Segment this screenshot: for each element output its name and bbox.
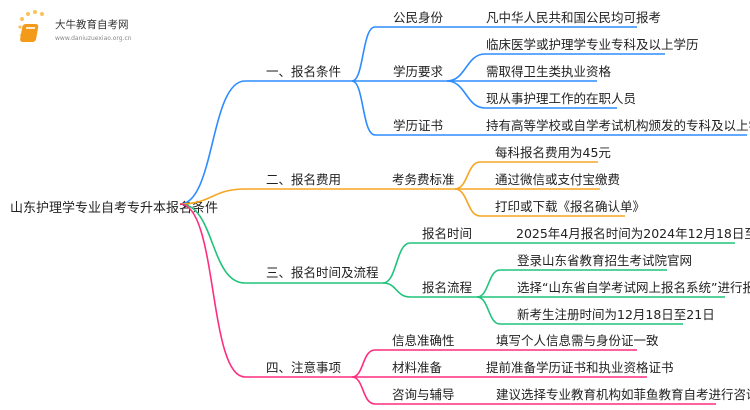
branch-2: 二、报名费用 考务费标准 每科报名费用为45元 通过微信或支付宝缴费 打印或下载… <box>179 145 645 217</box>
leaf-text: 新考生注册时间为12月18日至21日 <box>517 307 715 322</box>
node-label: 学历要求 <box>393 64 444 79</box>
branch-label: 三、报名时间及流程 <box>266 265 379 280</box>
logo: 大牛教育自考网 www.daniuzuexiao.org.cn <box>18 10 132 42</box>
logo-url: www.daniuzuexiao.org.cn <box>55 35 132 42</box>
leaf-text: 建议选择专业教育机构如菲鱼教育自考进行咨询 <box>496 387 750 402</box>
leaf-text: 2025年4月报名时间为2024年12月18日至24日 <box>516 226 750 241</box>
node-label: 信息准确性 <box>392 333 455 348</box>
leaf-text: 登录山东省教育招生考试院官网 <box>517 253 692 268</box>
node-label: 公民身份 <box>393 10 444 25</box>
branch-3: 三、报名时间及流程 报名时间 2025年4月报名时间为2024年12月18日至2… <box>179 203 750 325</box>
branch-label: 一、报名条件 <box>266 64 341 79</box>
node-label: 咨询与辅导 <box>392 387 455 402</box>
leaf-text: 需取得卫生类执业资格 <box>486 64 612 79</box>
leaf-text: 持有高等学校或自学考试机构颁发的专科及以上学历证书 <box>486 118 750 133</box>
node-label: 材料准备 <box>392 360 443 375</box>
root-topic: 山东护理学专业自考专升本报名条件 <box>10 200 218 216</box>
leaf-text: 通过微信或支付宝缴费 <box>495 172 620 187</box>
leaf-text: 临床医学或护理学专业专科及以上学历 <box>486 37 699 52</box>
leaf-text: 打印或下载《报名确认单》 <box>495 199 645 214</box>
leaf-text: 每科报名费用为45元 <box>495 145 611 160</box>
logo-title: 大牛教育自考网 <box>55 18 129 31</box>
node-label: 学历证书 <box>393 118 443 133</box>
leaf-text: 填写个人信息需与身份证一致 <box>496 333 659 348</box>
leaf-text: 现从事护理工作的在职人员 <box>486 91 636 106</box>
node-label: 考务费标准 <box>392 172 455 187</box>
leaf-text: 选择“山东省自学考试网上报名系统”进行报名 <box>517 280 750 295</box>
node-label: 报名时间 <box>422 226 472 241</box>
node-label: 报名流程 <box>422 280 473 295</box>
book-logo-icon <box>18 10 44 42</box>
leaf-text: 凡中华人民共和国公民均可报考 <box>486 10 661 25</box>
branch-label: 二、报名费用 <box>266 172 341 187</box>
leaf-text: 提前准备学历证书和执业资格证书 <box>486 360 674 375</box>
branch-label: 四、注意事项 <box>266 360 341 375</box>
branch-1: 一、报名条件 公民身份 凡中华人民共和国公民均可报考 学历要求 临床医学或护理学… <box>179 10 750 205</box>
branch-4: 四、注意事项 信息准确性 填写个人信息需与身份证一致 材料准备 提前准备学历证书… <box>179 203 750 405</box>
